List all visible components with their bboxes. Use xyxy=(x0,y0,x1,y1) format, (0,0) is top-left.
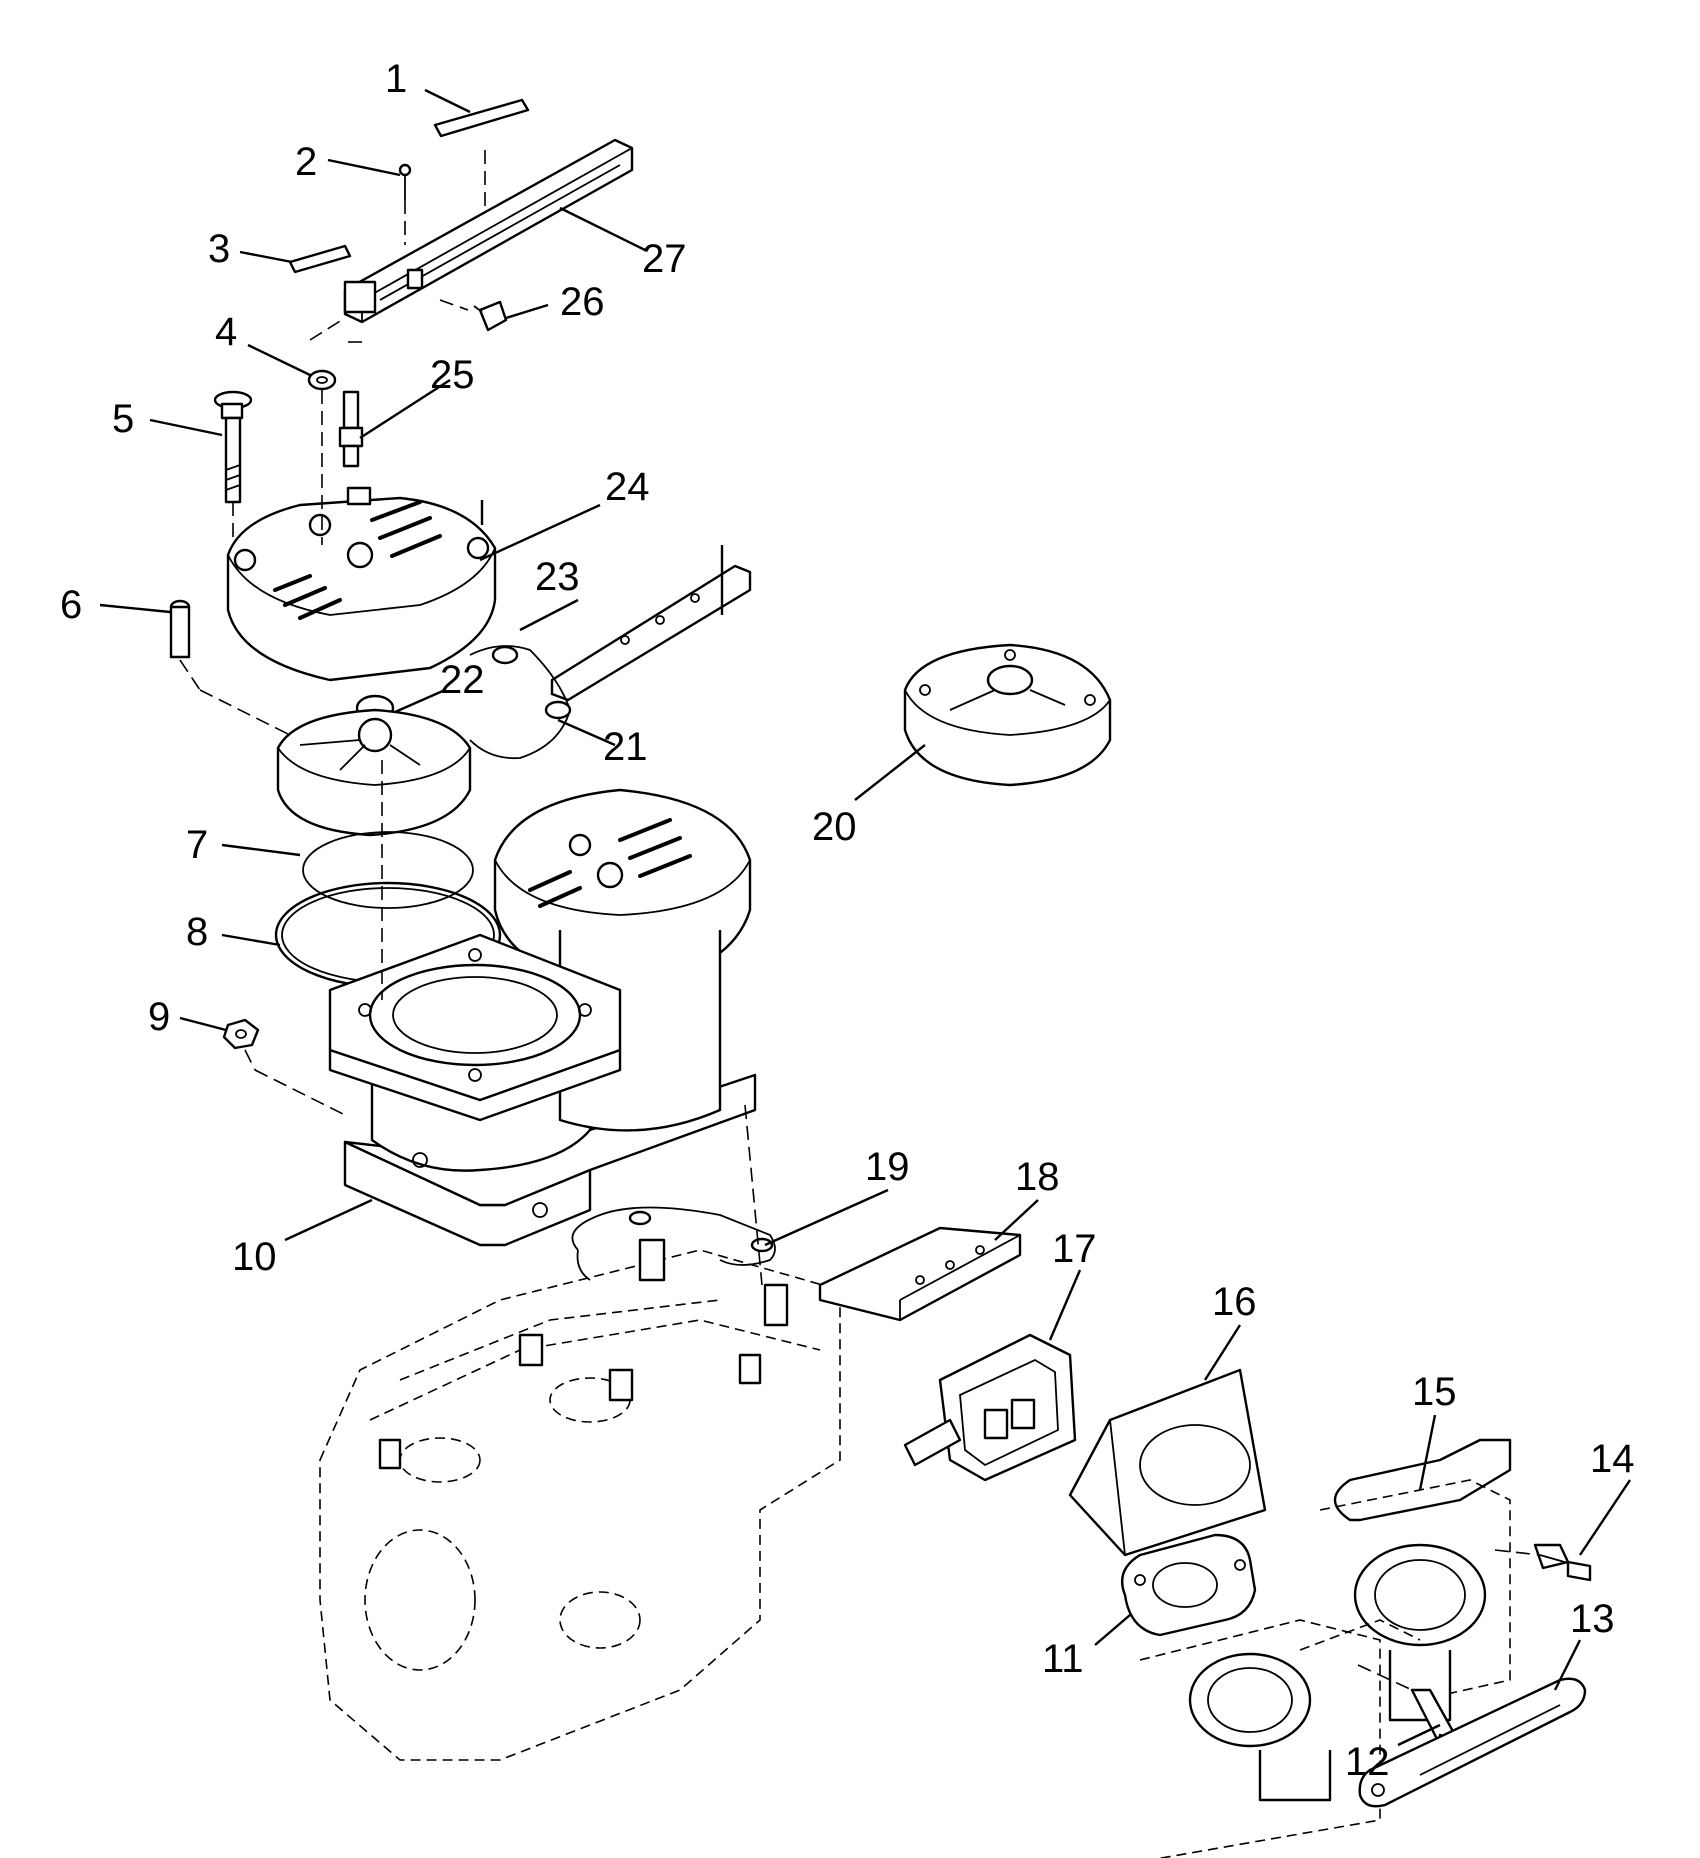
part-14-bolt xyxy=(1533,1543,1592,1582)
part-23-bracket xyxy=(480,500,752,702)
callout-7: 7 xyxy=(186,823,208,867)
callout-12: 12 xyxy=(1345,1740,1390,1784)
part-7-o-ring xyxy=(302,831,474,909)
part-16-intake-gasket xyxy=(1068,1368,1267,1557)
callout-1: 1 xyxy=(385,57,407,101)
part-21-gasket xyxy=(469,645,572,760)
part-15-intake-manifold xyxy=(1319,1438,1512,1722)
callout-2: 2 xyxy=(295,140,317,184)
callout-8: 8 xyxy=(186,910,208,954)
callout-20: 20 xyxy=(812,805,857,849)
head-cover xyxy=(276,708,472,837)
callout-5: 5 xyxy=(112,397,134,441)
part-27-rail xyxy=(343,138,634,324)
part-25-spark-plug xyxy=(338,390,364,468)
callout-4: 4 xyxy=(215,310,237,354)
callout-16: 16 xyxy=(1212,1280,1257,1324)
callout-10: 10 xyxy=(232,1235,277,1279)
part-6-pin xyxy=(169,599,191,659)
crankcase-phantom xyxy=(319,1238,841,1761)
callout-23: 23 xyxy=(535,555,580,599)
callout-11: 11 xyxy=(1042,1637,1084,1681)
part-9-nut xyxy=(222,1018,260,1050)
part-10-cylinder-block xyxy=(328,930,757,1247)
part-26-plug xyxy=(473,300,508,332)
callout-3: 3 xyxy=(208,227,230,271)
callout-17: 17 xyxy=(1052,1227,1097,1271)
part-4-washer xyxy=(307,369,337,391)
callout-21: 21 xyxy=(603,725,648,769)
part-19-base-gasket xyxy=(571,1206,776,1281)
callout-27: 27 xyxy=(642,237,687,281)
callout-15: 15 xyxy=(1412,1370,1457,1414)
leader-lines xyxy=(99,88,1631,1747)
part-24-cylinder-head xyxy=(226,486,497,682)
part-17-reed-valve xyxy=(903,1333,1077,1482)
part-18-reed-plate xyxy=(818,1226,1022,1322)
callout-14: 14 xyxy=(1590,1437,1635,1481)
callout-9: 9 xyxy=(148,995,170,1039)
part-5-bolt xyxy=(213,390,253,504)
part-20-cover xyxy=(903,643,1112,787)
callout-24: 24 xyxy=(605,465,650,509)
callout-19: 19 xyxy=(865,1145,910,1189)
part-2-screw xyxy=(398,163,412,200)
callout-labels: 1 2 3 4 5 6 7 8 9 10 11 12 13 14 15 16 1… xyxy=(60,57,1635,1784)
callout-13: 13 xyxy=(1570,1597,1615,1641)
part-11-flange-gasket xyxy=(1120,1533,1257,1637)
callout-26: 26 xyxy=(560,280,605,324)
part-13-strap xyxy=(1358,1677,1587,1808)
intake-manifold-lower xyxy=(1139,1619,1421,1858)
alignment-lines xyxy=(179,150,1541,1691)
part-1-decal xyxy=(433,98,530,138)
callout-22: 22 xyxy=(440,658,485,702)
part-3-decal xyxy=(288,244,352,274)
callout-6: 6 xyxy=(60,583,82,627)
callout-25: 25 xyxy=(430,353,475,397)
callout-18: 18 xyxy=(1015,1155,1060,1199)
